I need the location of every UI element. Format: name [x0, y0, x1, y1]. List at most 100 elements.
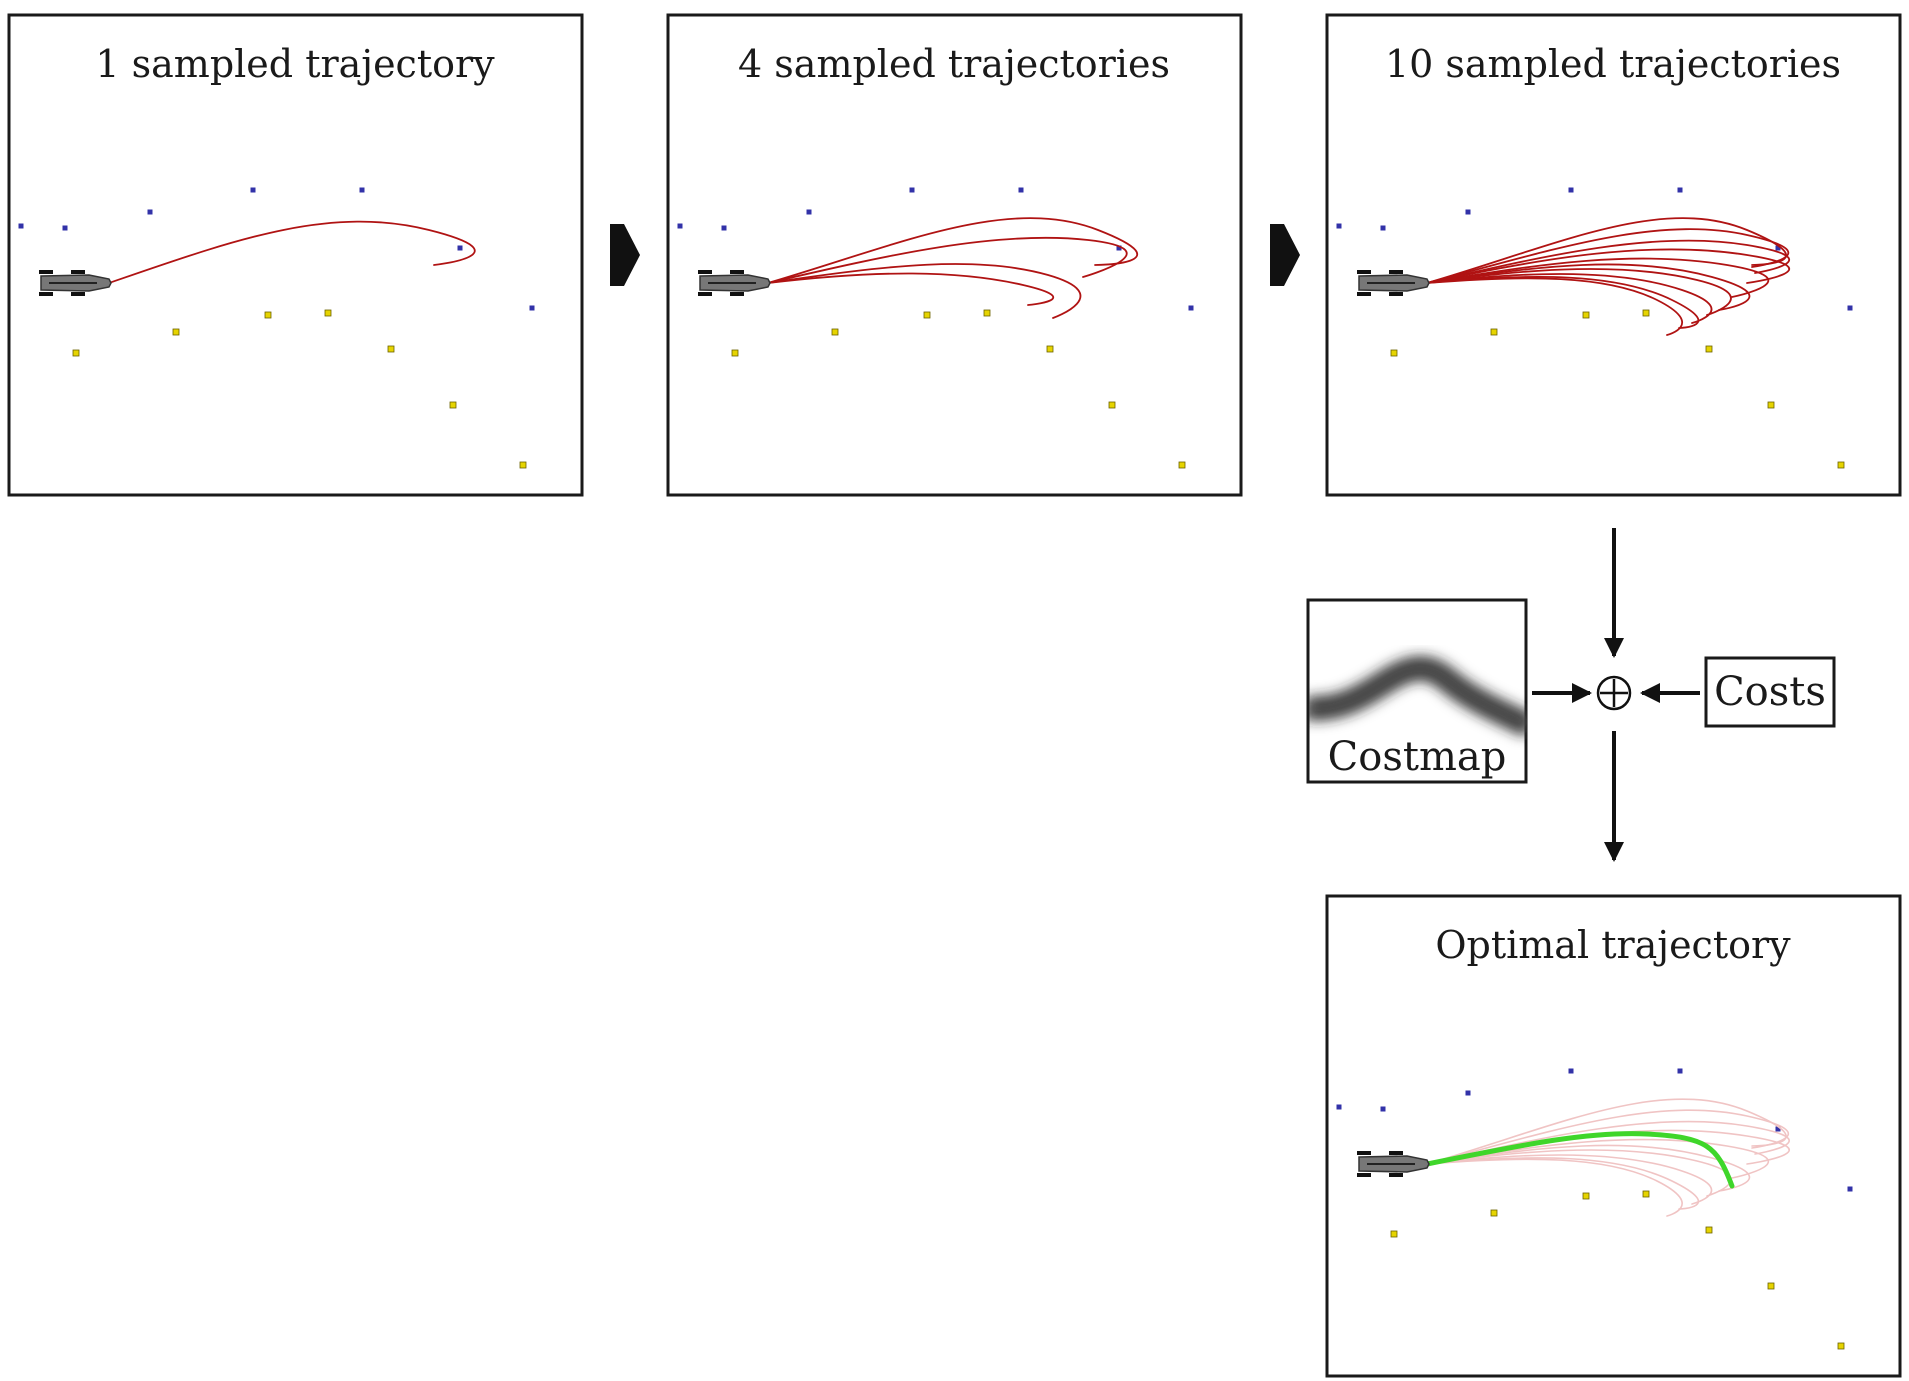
- sampled-trajectory: [1426, 277, 1684, 336]
- obstacle-markers: [677, 187, 1194, 469]
- optimal-trajectory: [1424, 1131, 1735, 1189]
- blue-marker: [1336, 1104, 1342, 1110]
- blue-marker: [1677, 1068, 1683, 1074]
- car-wheel: [698, 292, 712, 296]
- blue-marker: [1188, 305, 1194, 311]
- blue-marker: [1775, 1126, 1781, 1132]
- vehicle-icon: [39, 270, 112, 296]
- yellow-marker: [1390, 1230, 1398, 1238]
- sampled-trajectory: [1426, 273, 1713, 324]
- blue-marker: [1847, 1186, 1853, 1192]
- optimal-path: [1424, 1131, 1735, 1189]
- costmap-label: Costmap: [1328, 734, 1507, 780]
- obstacle-markers: [1336, 1068, 1853, 1350]
- car-wheel: [71, 292, 85, 296]
- blue-marker: [1465, 209, 1471, 215]
- sampled-trajectory: [1426, 228, 1790, 284]
- sampled-trajectories: [767, 217, 1138, 319]
- blue-marker: [147, 209, 153, 215]
- obstacle-markers: [18, 187, 535, 469]
- sampled-trajectories: [108, 220, 476, 284]
- yellow-marker: [831, 328, 839, 336]
- panel-10-samples: 10 sampled trajectories: [1325, 13, 1902, 497]
- car-wheel: [698, 270, 712, 274]
- blue-marker: [1116, 245, 1122, 251]
- panel-optimal: Optimal trajectory: [1325, 894, 1902, 1378]
- blue-marker: [1380, 225, 1386, 231]
- yellow-marker: [1390, 349, 1398, 357]
- yellow-marker: [264, 311, 272, 319]
- blue-marker: [1677, 187, 1683, 193]
- sampled-trajectory: [1426, 239, 1791, 284]
- car-wheel: [1357, 1173, 1371, 1177]
- sampled-trajectory: [767, 263, 1082, 319]
- yellow-marker: [731, 349, 739, 357]
- blue-marker: [1847, 305, 1853, 311]
- blue-marker: [909, 187, 915, 193]
- sampled-trajectory: [767, 272, 1055, 306]
- vehicle-icon: [1357, 270, 1430, 296]
- car-wheel: [1389, 1173, 1403, 1177]
- yellow-marker: [1490, 328, 1498, 336]
- car-wheel: [1389, 1151, 1403, 1155]
- car-wheel: [39, 270, 53, 274]
- yellow-marker: [1582, 1192, 1590, 1200]
- faded-trajectory: [1426, 1157, 1700, 1210]
- costs-box: Costs: [1704, 656, 1836, 728]
- sampled-trajectory: [1426, 275, 1700, 329]
- sampled-trajectory: [1426, 248, 1790, 284]
- blue-marker: [677, 223, 683, 229]
- blue-marker: [250, 187, 256, 193]
- car-wheel: [730, 270, 744, 274]
- faded-trajectory: [1426, 1138, 1770, 1179]
- yellow-marker: [1582, 311, 1590, 319]
- yellow-marker: [1642, 1190, 1650, 1198]
- panel-title: 10 sampled trajectories: [1385, 42, 1841, 86]
- faded-trajectory: [1426, 1158, 1683, 1217]
- right-triangle-icon: [1270, 224, 1300, 286]
- panel-border: [7, 13, 584, 497]
- blue-marker: [1568, 187, 1574, 193]
- yellow-marker: [1642, 309, 1650, 317]
- yellow-marker: [983, 309, 991, 317]
- faded-trajectory: [1426, 1154, 1713, 1205]
- yellow-marker: [324, 309, 332, 317]
- blue-marker: [721, 225, 727, 231]
- yellow-marker: [449, 401, 457, 409]
- yellow-marker: [1046, 345, 1054, 353]
- circled-plus-icon: [1596, 675, 1632, 711]
- car-wheel: [1357, 270, 1371, 274]
- panel-title: 4 sampled trajectories: [738, 42, 1170, 86]
- sampled-trajectories: [1426, 217, 1791, 336]
- faded-trajectory: [1426, 1120, 1790, 1165]
- blue-marker: [1018, 187, 1024, 193]
- blue-marker: [529, 305, 535, 311]
- sampled-trajectory: [767, 236, 1128, 284]
- blue-marker: [806, 209, 812, 215]
- blue-marker: [1568, 1068, 1574, 1074]
- blue-marker: [457, 245, 463, 251]
- car-wheel: [71, 270, 85, 274]
- panel-border: [666, 13, 1243, 497]
- panel-border: [1325, 13, 1902, 497]
- panel-4-samples: 4 sampled trajectories: [666, 13, 1243, 497]
- sampled-trajectory: [1426, 268, 1732, 316]
- right-triangle-icon: [610, 224, 640, 286]
- yellow-marker: [1767, 401, 1775, 409]
- yellow-marker: [1767, 1282, 1775, 1290]
- costs-label: Costs: [1714, 669, 1826, 715]
- yellow-marker: [1705, 345, 1713, 353]
- faded-trajectory: [1426, 1109, 1790, 1165]
- blue-marker: [62, 225, 68, 231]
- blue-marker: [1380, 1106, 1386, 1112]
- faded-trajectory: [1426, 1144, 1751, 1192]
- yellow-marker: [519, 461, 527, 469]
- faded-trajectory: [1426, 1149, 1732, 1197]
- yellow-marker: [387, 345, 395, 353]
- panel-title: Optimal trajectory: [1435, 923, 1791, 967]
- blue-marker: [18, 223, 24, 229]
- sampled-trajectory: [1426, 257, 1770, 298]
- car-wheel: [1357, 292, 1371, 296]
- yellow-marker: [1178, 461, 1186, 469]
